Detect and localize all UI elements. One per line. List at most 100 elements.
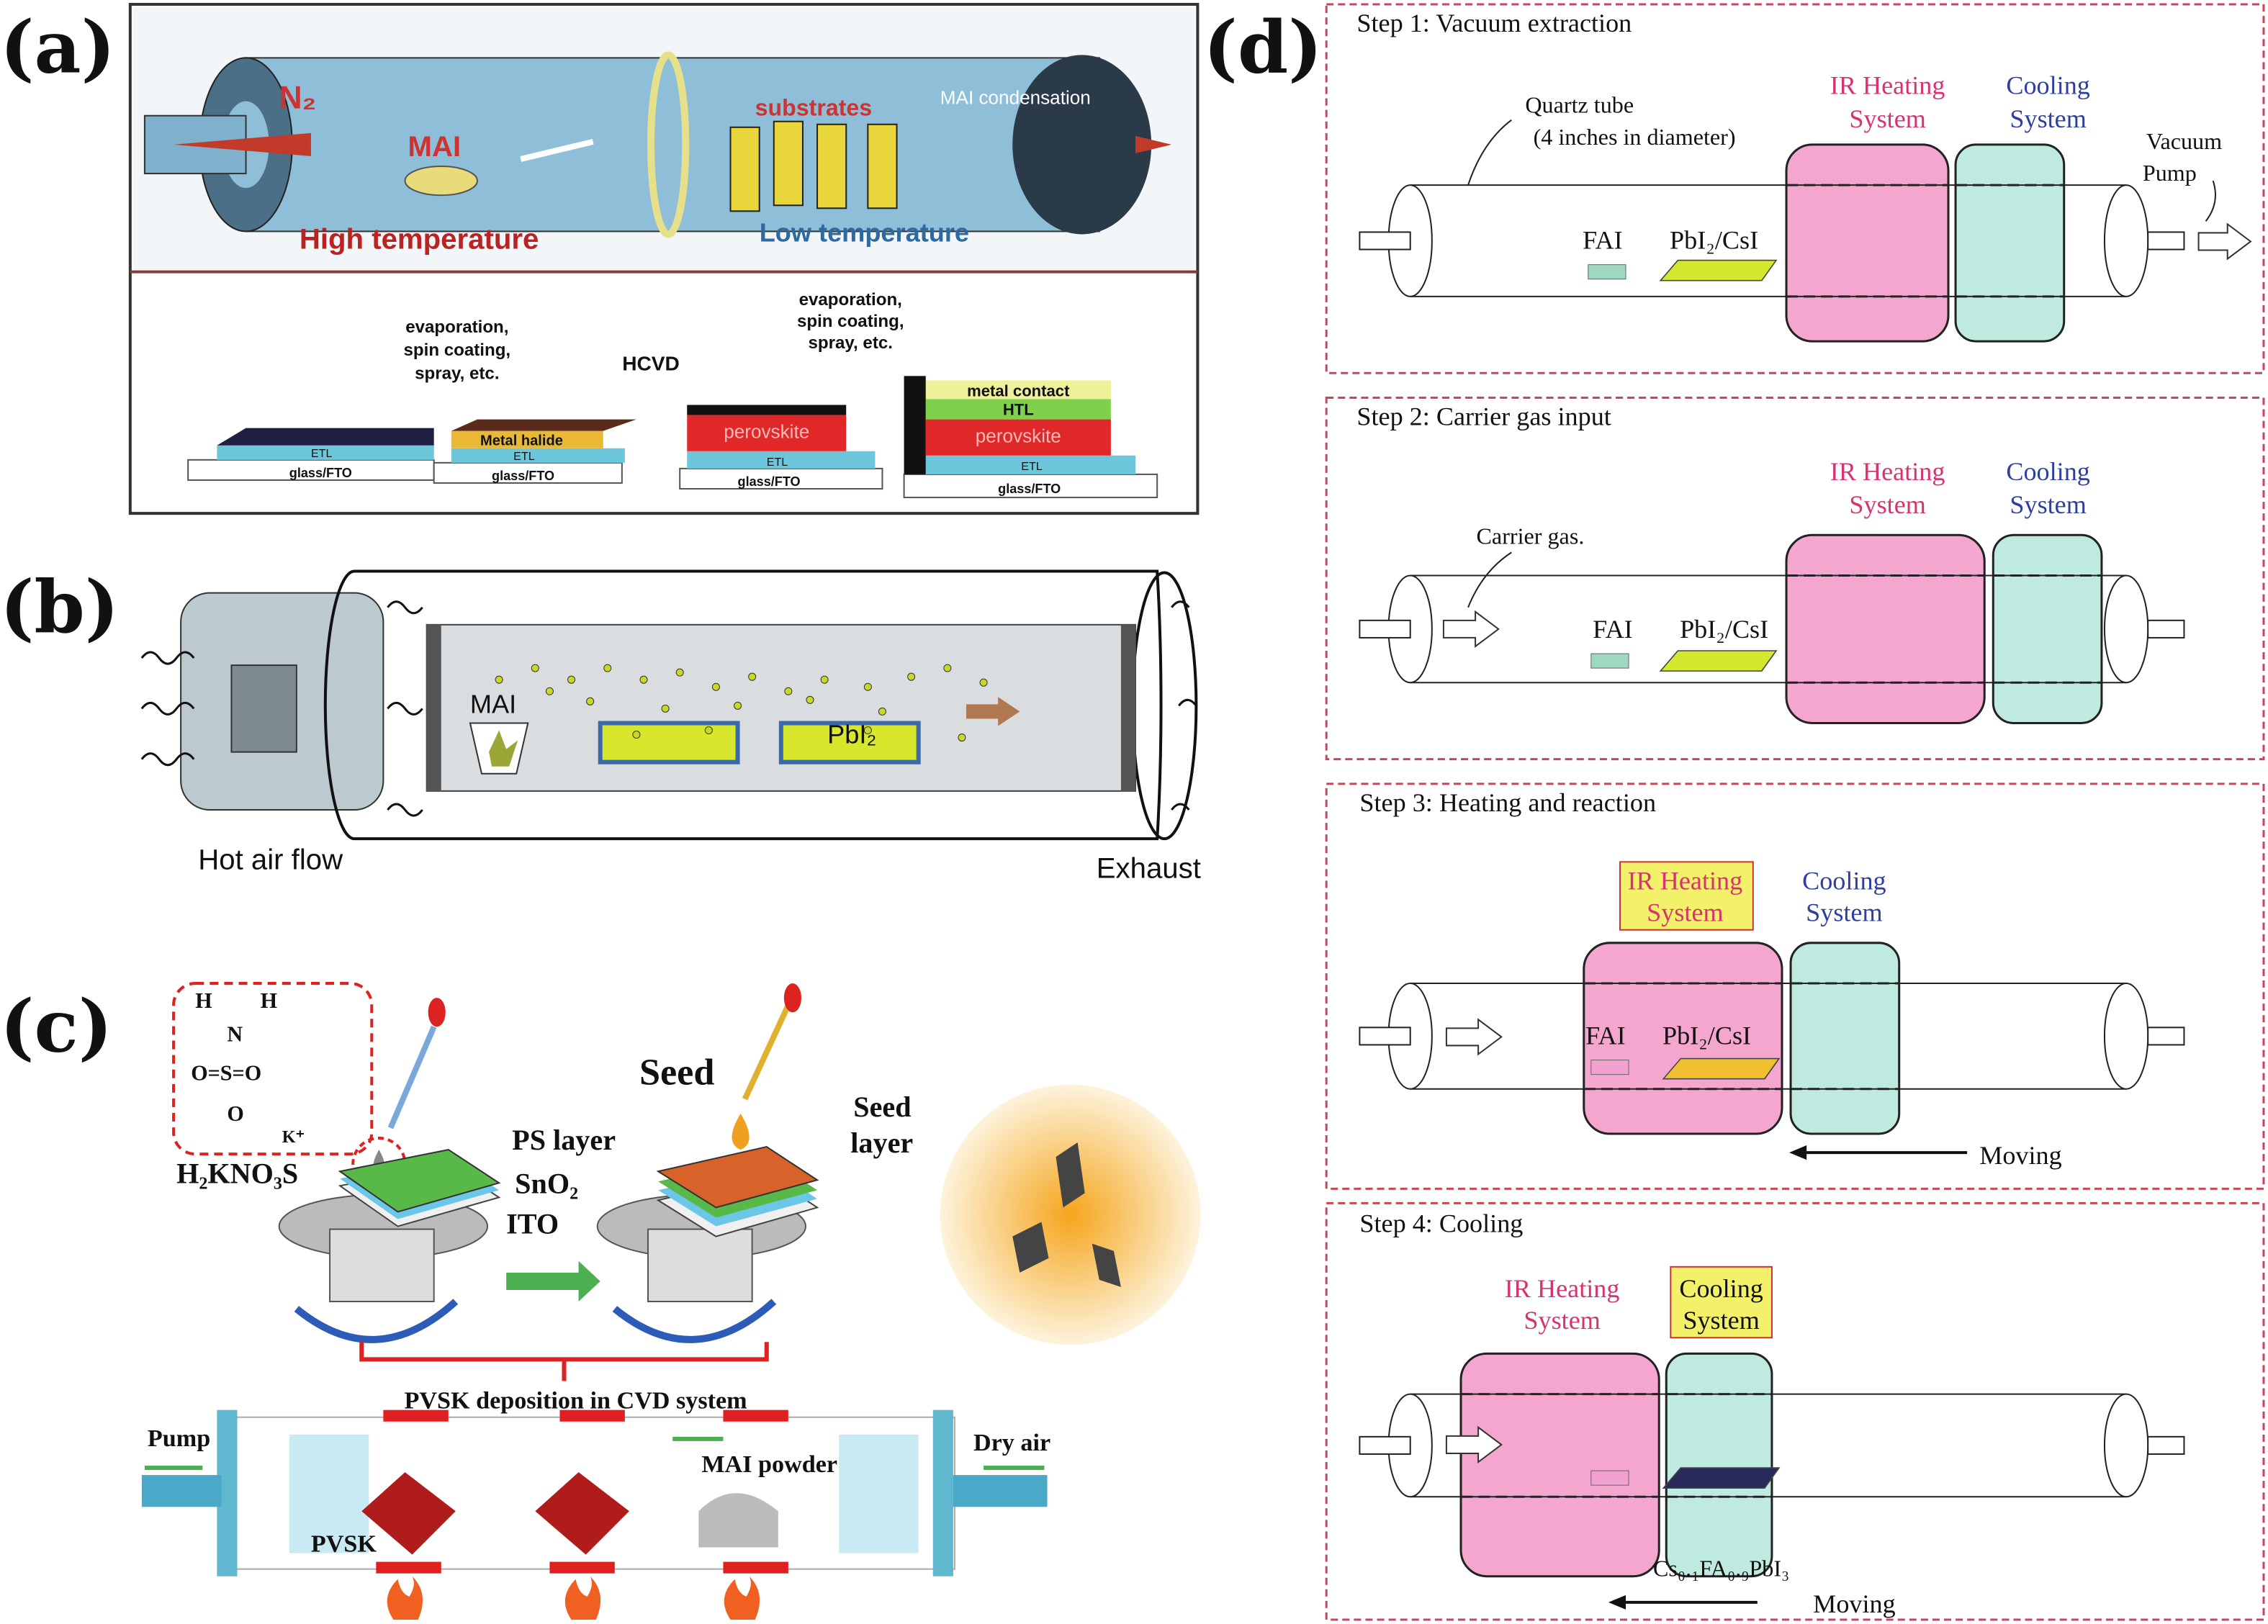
step-3-title: Step 3: Heating and reaction: [1359, 788, 1656, 817]
cooling-label-s2b: System: [2010, 490, 2086, 519]
pbi2-label: PbI₂: [827, 720, 876, 749]
step-1-ir-heater: [1785, 143, 1950, 343]
panel-label-d: (d): [1203, 4, 1322, 89]
vapor-particle: [907, 672, 916, 681]
step-1-precursor-film: [1659, 259, 1778, 281]
ir-label-s2: IR Heating: [1830, 457, 1945, 486]
panel-label-c: (c): [0, 983, 112, 1068]
step-2-ir-heater: [1785, 533, 1986, 724]
ir-label-s4: IR Heating: [1505, 1274, 1620, 1303]
vacuum-label-1: Vacuum: [2146, 128, 2222, 154]
vapor-particle: [639, 675, 648, 684]
svg-text:ETL: ETL: [513, 450, 535, 463]
spin-coater-1: [278, 1149, 501, 1343]
pvsk-label: PVSK: [311, 1531, 377, 1558]
svg-text:perovskite: perovskite: [976, 425, 1061, 447]
svg-text:glass/FTO: glass/FTO: [738, 474, 801, 489]
layer-stack-1: glass/FTO ETL: [187, 428, 435, 481]
panel-label-b: (b): [0, 564, 119, 649]
vapor-particle: [979, 678, 988, 687]
step-1-title: Step 1: Vacuum extraction: [1356, 9, 1632, 37]
step-1-fai-sample: [1588, 264, 1626, 280]
vacuum-label-2: Pump: [2143, 160, 2197, 186]
fai-label-s3: FAI: [1585, 1021, 1626, 1050]
step-4-inlet-nozzle: [1359, 1435, 1411, 1455]
seed-layer-label-1: Seed: [853, 1091, 911, 1123]
vapor-particle: [734, 701, 742, 710]
panel-b: MAI PbI₂ Hot air flow Exhaust: [140, 569, 1201, 884]
step-4-ir-heater: [1459, 1352, 1660, 1578]
molecule-structure: H H N O=S=O O K⁺: [191, 988, 305, 1147]
panel-c: H H N O=S=O O K⁺ H₂KNO₃S PS layer SnO₂ I…: [141, 982, 1201, 1620]
step-2-title: Step 2: Carrier gas input: [1356, 402, 1611, 431]
spin-coater-2: [596, 1145, 819, 1343]
step-3-inlet-nozzle: [1359, 1027, 1411, 1046]
svg-text:HTL: HTL: [1003, 401, 1034, 419]
cooling-label-s1: Cooling: [2006, 71, 2090, 100]
quartz-pointer-line: [1467, 119, 1512, 186]
cooling-label-s3: Cooling: [1802, 866, 1886, 895]
vapor-particle: [603, 664, 612, 672]
vapor-particle: [531, 664, 539, 672]
svg-text:glass/FTO: glass/FTO: [492, 469, 554, 483]
step-4-precursor-film: [1662, 1467, 1781, 1489]
step-2-fai-sample: [1590, 653, 1629, 669]
svg-text:evaporation,: evaporation,: [799, 290, 902, 310]
ito-label: ITO: [506, 1208, 559, 1240]
carrier-pointer-line: [1467, 551, 1512, 608]
step-1-tube-right-cap: [2103, 184, 2149, 297]
svg-text:K⁺: K⁺: [282, 1128, 305, 1147]
step-3-tube-right-cap: [2103, 983, 2149, 1090]
vapor-particle: [748, 672, 757, 681]
vapor-particle: [711, 682, 720, 691]
step-4-fai-sample: [1590, 1470, 1629, 1486]
svg-text:ETL: ETL: [311, 447, 333, 460]
quartz-label-1: Quartz tube: [1525, 92, 1634, 118]
step-2-inlet-nozzle: [1359, 619, 1411, 639]
cvd-title: PVSK deposition in CVD system: [405, 1388, 747, 1415]
pbi2-label-s2: PbI₂/CsI: [1680, 615, 1768, 644]
layer-stack-4: glass/FTO ETL perovskite HTL metal conta…: [903, 376, 1158, 499]
cooling-label-s4: Cooling: [1679, 1274, 1763, 1303]
carrier-gas-label: Carrier gas.: [1477, 523, 1585, 549]
step-4-title: Step 4: Cooling: [1359, 1209, 1523, 1238]
step-4-label-highlight: [1670, 1266, 1773, 1339]
hcvd-label: HCVD: [622, 352, 680, 374]
mai-label-b: MAI: [470, 689, 516, 718]
svg-text:O: O: [227, 1101, 243, 1126]
vapor-particle: [806, 695, 814, 704]
process-text-2: evaporation, spin coating, spray, etc.: [797, 290, 904, 353]
vapor-particle: [863, 682, 872, 691]
step-3-moving-arrowhead-icon: [1789, 1145, 1807, 1160]
ir-label-s1b: System: [1849, 104, 1925, 133]
seed-label: Seed: [639, 1052, 714, 1093]
layer-stack-3: glass/FTO ETL perovskite: [679, 405, 883, 490]
vapor-particle: [495, 675, 503, 684]
svg-text:evaporation,: evaporation,: [405, 317, 508, 337]
svg-text:spray, etc.: spray, etc.: [809, 333, 893, 353]
sno2-label: SnO₂: [515, 1167, 578, 1199]
mai-powder-label: MAI powder: [701, 1451, 837, 1478]
fai-label-s2: FAI: [1593, 615, 1633, 644]
vapor-particle: [704, 726, 713, 735]
vapor-particle: [784, 687, 793, 695]
high-temp-label: High temperature: [300, 223, 539, 256]
step-3-ir-heater: [1583, 942, 1783, 1135]
step-2-precursor-film: [1659, 650, 1778, 672]
svg-text:perovskite: perovskite: [724, 421, 809, 443]
svg-text:H: H: [261, 988, 277, 1013]
heat-wave-icons: [140, 600, 1197, 817]
step-1-inlet-nozzle: [1359, 231, 1411, 251]
formula-label: H₂KNO₃S: [176, 1157, 298, 1189]
vapor-particle: [958, 734, 966, 742]
svg-text:ETL: ETL: [767, 456, 788, 469]
step-3-cooling-unit: [1789, 942, 1901, 1135]
hcvd-tube: [143, 51, 1172, 238]
seed-solution-illustration: [940, 1084, 1201, 1345]
step-4-gas-arrow-icon: [1445, 1425, 1503, 1464]
panel-label-a: (a): [0, 4, 115, 89]
step-2-gas-arrow-icon: [1442, 610, 1500, 648]
vapor-particle: [943, 664, 952, 672]
cvd-tube: [141, 1409, 1048, 1576]
